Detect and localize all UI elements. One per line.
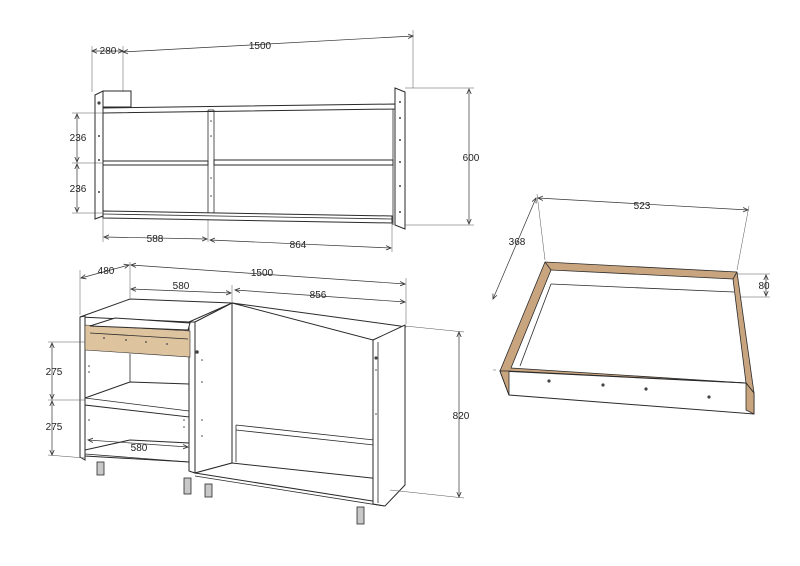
- base-shelf-width-label: 580: [131, 443, 148, 454]
- wall-left-width-label: 588: [147, 234, 164, 245]
- base-height-label: 820: [453, 411, 470, 422]
- drawer-depth-label: 368: [509, 237, 526, 248]
- wall-left-side-panel: [94, 90, 104, 220]
- base-dimensions: 480 1500 580 856 820 275 275 580: [46, 262, 470, 499]
- drawer-height-label: 80: [758, 281, 770, 292]
- base-right-bottom: [194, 462, 391, 504]
- base-open-top-edge: [231, 302, 407, 341]
- drawer-floor: [510, 269, 747, 384]
- hinge-hole: [97, 101, 101, 105]
- wall-shelf-left: [102, 160, 209, 166]
- drawer-dimensions: 523 368 80: [493, 193, 770, 371]
- wall-top-board: [102, 103, 396, 114]
- base-middle-side-panel: [194, 302, 233, 474]
- base-depth-label: 480: [98, 266, 115, 277]
- wall-bottom-board: [102, 210, 393, 224]
- base-width-label: 1500: [251, 268, 274, 279]
- wall-dimensions: 280 1500 600 236 236 588 864: [70, 30, 480, 252]
- wall-shelf-gap-top-label: 236: [70, 133, 87, 144]
- wall-shelf-gap-bottom-label: 236: [70, 184, 87, 195]
- wall-right-side-panel: [394, 87, 406, 230]
- drawer: [499, 261, 755, 415]
- wall-width-label: 1500: [249, 41, 272, 52]
- base-section-top-label: 275: [46, 367, 63, 378]
- leg: [96, 461, 105, 476]
- base-shelf: [84, 381, 190, 418]
- wall-right-width-label: 864: [290, 240, 307, 251]
- wall-left-top-board: [102, 90, 132, 108]
- wall-depth-label: 280: [100, 46, 117, 57]
- base-left-side: [79, 315, 86, 461]
- leg: [356, 506, 365, 525]
- base-right-side: [372, 324, 406, 507]
- wall-height-label: 600: [463, 153, 480, 164]
- base-drawer-width-label: 580: [173, 281, 190, 292]
- base-drawer-top: [89, 317, 191, 331]
- base-section-bottom-label: 275: [46, 422, 63, 433]
- wall-shelf-right: [213, 159, 394, 166]
- base-cabinet: [79, 298, 407, 525]
- leg: [204, 483, 213, 498]
- wall-cabinet: [94, 87, 406, 230]
- drawer-width-label: 523: [634, 201, 651, 212]
- base-open-width-label: 856: [310, 290, 327, 301]
- leg: [183, 477, 192, 495]
